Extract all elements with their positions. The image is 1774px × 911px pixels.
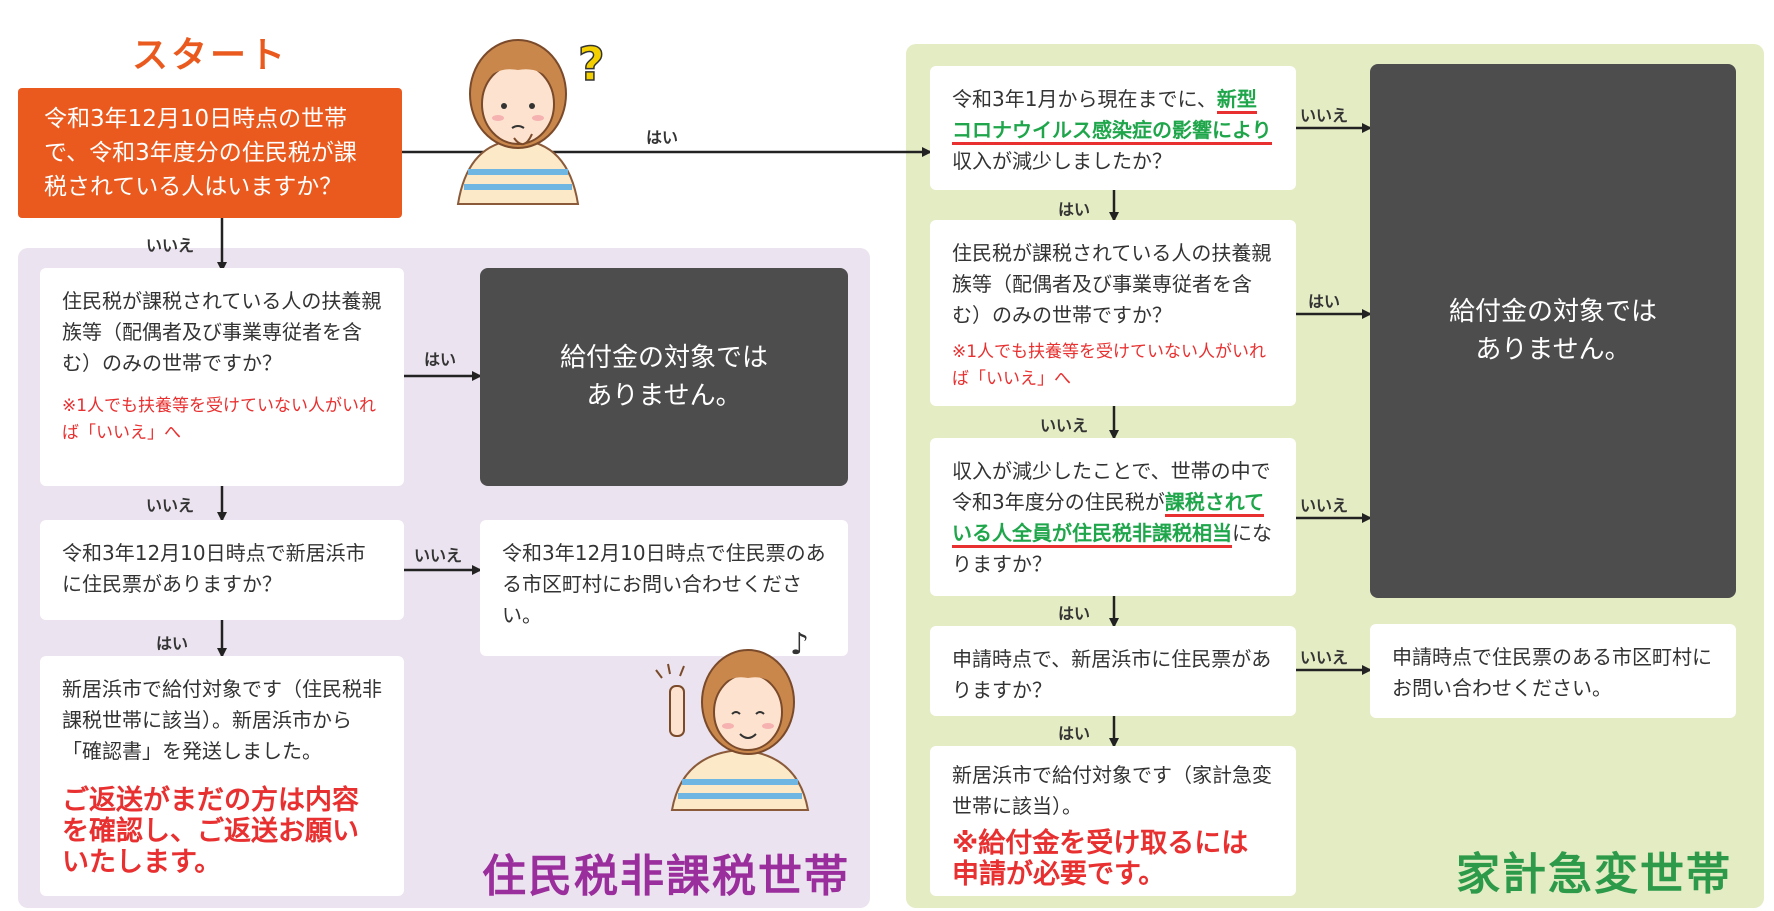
left-final-note: ご返送がまだの方は内容を確認し、ご返送お願いいたします。 [62, 785, 359, 878]
right-q3-text: 収入が減少したことで、世帯の中で令和3年度分の住民税が課税されている人全員が住民… [952, 456, 1274, 580]
left-q2-box: 令和3年12月10日時点で新居浜市に住民票がありますか？ [40, 520, 404, 620]
right-q1-box: 令和3年1月から現在までに、新型コロナウイルス感染症の影響により収入が減少しまし… [930, 66, 1296, 190]
right-q3-highlight: 課税されている人全員が住民税非課税相当 [952, 490, 1265, 548]
label-right-q3-yes: はい [1058, 604, 1091, 623]
right-q4-text: 申請時点で、新居浜市に住民票がありますか？ [952, 647, 1272, 702]
right-q3-post: になりますか？ [952, 521, 1272, 576]
label-right-q4-no: いいえ [1300, 648, 1349, 667]
label-right-q4-yes: はい [1058, 724, 1091, 743]
right-q2-text: 住民税が課税されている人の扶養親族等（配偶者及び事業専従者を含む）のみの世帯です… [952, 241, 1272, 327]
start-question: 令和3年12月10日時点の世帯で、令和3年度分の住民税が課税されている人はいます… [44, 106, 357, 200]
right-q3-box: 収入が減少したことで、世帯の中で令和3年度分の住民税が課税されている人全員が住民… [930, 438, 1296, 596]
right-q4-result-text: 申請時点で住民票のある市区町村にお問い合わせください。 [1392, 645, 1712, 700]
label-right-q3-no: いいえ [1300, 496, 1349, 515]
left-q1-note: ※1人でも扶養等を受けていない人がいれば「いいえ」へ [62, 396, 377, 443]
right-q2-box: 住民税が課税されている人の扶養親族等（配偶者及び事業専従者を含む）のみの世帯です… [930, 220, 1296, 406]
right-final-box: 新居浜市で給付対象です（家計急変世帯に該当）。 ※給付金を受け取るには申請が必要… [930, 746, 1296, 896]
label-right-q1-no: いいえ [1300, 106, 1349, 125]
right-q1-pre: 令和3年1月から現在までに、 [952, 87, 1217, 111]
left-q2-result-text: 令和3年12月10日時点で住民票のある市区町村にお問い合わせください。 [502, 541, 826, 627]
right-q1-post: 収入が減少しましたか？ [952, 149, 1172, 173]
left-q2-text: 令和3年12月10日時点で新居浜市に住民票がありますか？ [62, 541, 366, 596]
svg-text:♪: ♪ [790, 627, 809, 662]
left-final-text: 新居浜市で給付対象です（住民税非課税世帯に該当）。新居浜市から「確認書」を発送し… [62, 677, 382, 763]
label-right-q2-yes: はい [1308, 292, 1341, 311]
right-final-note: ※給付金を受け取るには申請が必要です。 [952, 828, 1249, 890]
right-panel-title: 家計急変世帯 [1456, 849, 1732, 900]
left-q2-result-box: 令和3年12月10日時点で住民票のある市区町村にお問い合わせください。 [480, 520, 848, 656]
right-q2-note: ※1人でも扶養等を受けていない人がいれば「いいえ」へ [952, 342, 1267, 389]
pointing-person-illustration: ♪ [655, 627, 810, 811]
right-result-box: 給付金の対象では ありません。 [1370, 64, 1736, 598]
label-left-q2-yes: はい [156, 634, 189, 653]
right-q1-highlight: 新型コロナウイルス感染症の影響により [952, 87, 1272, 145]
svg-text:?: ? [578, 37, 605, 91]
left-panel-title: 住民税非課税世帯 [482, 851, 850, 902]
label-right-q1-yes: はい [1058, 200, 1091, 219]
left-q1-box: 住民税が課税されている人の扶養親族等（配偶者及び事業専従者を含む）のみの世帯です… [40, 268, 404, 486]
label-left-q2-no: いいえ [414, 546, 463, 565]
start-title: スタート [132, 35, 289, 76]
right-q4-box: 申請時点で、新居浜市に住民票がありますか？ [930, 626, 1296, 716]
left-result-box: 給付金の対象では ありません。 [480, 268, 848, 486]
right-q1-text: 令和3年1月から現在までに、新型コロナウイルス感染症の影響により収入が減少しまし… [952, 84, 1274, 177]
label-start-yes: はい [646, 128, 679, 147]
label-left-q1-no: いいえ [146, 496, 195, 515]
label-left-q1-yes: はい [424, 350, 457, 369]
label-start-no: いいえ [146, 236, 195, 255]
right-final-text: 新居浜市で給付対象です（家計急変世帯に該当）。 [952, 763, 1272, 818]
start-question-box: 令和3年12月10日時点の世帯で、令和3年度分の住民税が課税されている人はいます… [18, 88, 402, 218]
left-final-box: 新居浜市で給付対象です（住民税非課税世帯に該当）。新居浜市から「確認書」を発送し… [40, 656, 404, 896]
right-q3-pre: 収入が減少したことで、世帯の中で令和3年度分の住民税が [952, 459, 1271, 514]
thinking-person-illustration: ? [456, 36, 605, 205]
label-right-q2-no: いいえ [1040, 416, 1089, 435]
right-q4-result-box: 申請時点で住民票のある市区町村にお問い合わせください。 [1370, 624, 1736, 718]
left-q1-text: 住民税が課税されている人の扶養親族等（配偶者及び事業専従者を含む）のみの世帯です… [62, 289, 382, 375]
